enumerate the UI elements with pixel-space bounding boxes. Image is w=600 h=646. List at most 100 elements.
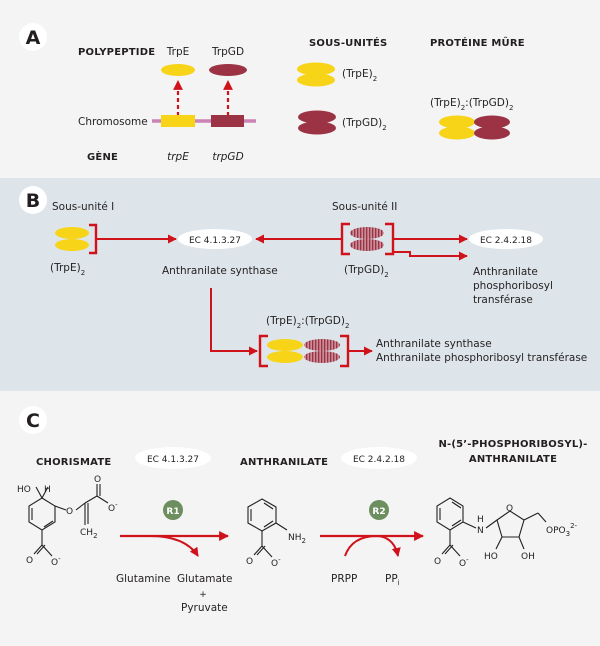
product-opo3: OPO32- — [546, 522, 578, 538]
subunit1-bottom — [55, 239, 89, 251]
ec1-to-complex-arrow — [210, 288, 258, 356]
trpgd-dimer-label: (TrpGD)2 — [342, 117, 387, 132]
product-nh-n: N — [477, 526, 484, 536]
anthranilate-nh2: NH2 — [288, 533, 306, 545]
anthranilate-structure — [247, 498, 288, 558]
complex-trpgd-bottom — [304, 351, 340, 363]
polypeptide-label: POLYPEPTIDE — [78, 47, 155, 58]
ec2-c-badge — [341, 447, 417, 469]
trpe-dimer-top — [297, 62, 335, 76]
chromosome-label: Chromosome — [78, 116, 148, 128]
ec1-label: EC 4.1.3.27 — [189, 236, 241, 246]
chorismate-ho: HO — [17, 485, 31, 495]
complex-trpgd-top — [304, 339, 340, 351]
panel-c-letter-badge — [19, 406, 47, 434]
ec2-enzyme-name-line3: transférase — [473, 294, 533, 306]
product-carboxyl-o: O — [434, 557, 441, 567]
product-ring-o: O — [506, 504, 513, 514]
trpgd-dimer-bottom — [298, 121, 336, 135]
product-oh: OH — [521, 552, 535, 562]
mature-trpe-bottom — [439, 126, 475, 140]
trpgd-dimer-top — [298, 110, 336, 124]
trpe-polypeptide-label: TrpE — [166, 46, 190, 58]
ec2-enzyme-name-line2: phosphoribosyl — [473, 280, 553, 292]
chorismate-bottom-o: O — [26, 556, 33, 566]
anthranilate-title: ANTHRANILATE — [240, 457, 328, 468]
plus-label: + — [199, 590, 207, 600]
subunit1-label: Sous-unité I — [52, 201, 114, 213]
glutamine-label: Glutamine — [116, 573, 171, 585]
subunit2-top — [350, 227, 384, 239]
anthranilate-om: O- — [271, 556, 281, 569]
panel-c-letter: C — [26, 410, 40, 432]
subunit2-formula: (TrpGD)2 — [344, 264, 389, 279]
subunit1-formula: (TrpE)2 — [50, 262, 85, 277]
ec1-c-badge — [135, 447, 211, 469]
gene-label: GÈNE — [87, 150, 118, 163]
trpgd-polypeptide-shape — [209, 64, 247, 76]
panel-a: A POLYPEPTIDE TrpE TrpGD Chromosome GÈNE… — [0, 0, 600, 178]
mature-trpe-top — [439, 115, 475, 129]
product-title-line1: N-(5’-PHOSPHORIBOSYL)- — [438, 439, 587, 450]
ec2-c-label: EC 2.4.2.18 — [353, 455, 405, 465]
mature-protein-label: (TrpE)2:(TrpGD)2 — [430, 97, 513, 112]
complex-trpe-top — [267, 339, 303, 351]
panel-c-background — [0, 391, 600, 646]
r2-label: R2 — [372, 507, 385, 517]
chorismate-h: H — [44, 485, 51, 495]
ec2-badge — [469, 229, 543, 249]
prpp-label: PRPP — [331, 573, 357, 585]
chorismate-ch2: CH2 — [80, 528, 98, 540]
r1-label: R1 — [166, 507, 179, 517]
complex-formula: (TrpE)2:(TrpGD)2 — [266, 315, 349, 330]
product-nh-h: H — [477, 515, 484, 525]
mature-protein-title: PROTÉINE MÛRE — [430, 36, 525, 49]
product-ho: HO — [484, 552, 498, 562]
complex-trpe-bottom — [267, 351, 303, 363]
product-carboxyl-om: O- — [459, 556, 469, 569]
complex-bracket-left — [258, 334, 268, 368]
trpe-dimer-bottom — [297, 73, 335, 87]
product-structure — [436, 497, 547, 557]
subunit2-to-ec2-name-arrow — [393, 251, 468, 261]
ec1-c-label: EC 4.1.3.27 — [147, 455, 199, 465]
r2-badge — [369, 500, 389, 520]
ec2-label: EC 2.4.2.18 — [480, 236, 532, 246]
mature-trpgd-bottom — [474, 126, 510, 140]
r1-badge — [163, 500, 183, 520]
trpgd-gene-name: trpGD — [212, 151, 243, 163]
panel-c: C CHORISMATE EC 4.1.3.27 ANTHRANILATE EC… — [0, 391, 600, 646]
pyruvate-label: Pyruvate — [181, 602, 228, 614]
trpe-gene-name: trpE — [167, 151, 189, 163]
product-title-line2: ANTHRANILATE — [469, 454, 557, 465]
mature-trpgd-top — [474, 115, 510, 129]
subunits-title: SOUS-UNITÉS — [309, 36, 387, 49]
chorismate-title: CHORISMATE — [36, 457, 111, 468]
trpgd-gene-block — [211, 115, 244, 127]
chorismate-ether-o: O — [66, 507, 73, 517]
subunit1-top — [55, 227, 89, 239]
glutamate-label: Glutamate — [177, 573, 233, 585]
trpgd-polypeptide-label: TrpGD — [211, 46, 244, 58]
subunit2-label: Sous-unité II — [332, 201, 397, 213]
complex-name-line2: Anthranilate phosphoribosyl transférase — [376, 352, 587, 364]
chorismate-structure — [28, 484, 109, 557]
ec2-enzyme-name-line1: Anthranilate — [473, 266, 538, 278]
ec1-badge — [178, 229, 252, 249]
subunit2-bottom — [350, 239, 384, 251]
chorismate-carboxylate-o: O- — [108, 501, 118, 514]
panel-a-background — [0, 0, 600, 178]
panel-b: B Sous-unité I (TrpE)2 EC 4.1.3.27 Anthr… — [0, 178, 600, 391]
panel-b-letter: B — [26, 190, 40, 212]
r2-curved-arrow — [344, 534, 401, 557]
panel-a-letter-badge — [19, 23, 47, 51]
anthranilate-o: O — [246, 557, 253, 567]
r1-curved-arrow — [149, 535, 199, 557]
trpe-dimer-label: (TrpE)2 — [342, 68, 377, 83]
ec1-enzyme-name: Anthranilate synthase — [162, 265, 278, 277]
trpe-polypeptide-shape — [161, 64, 195, 76]
panel-a-letter: A — [26, 27, 41, 49]
trpe-gene-block — [161, 115, 195, 127]
ppi-label: PPi — [385, 573, 400, 587]
